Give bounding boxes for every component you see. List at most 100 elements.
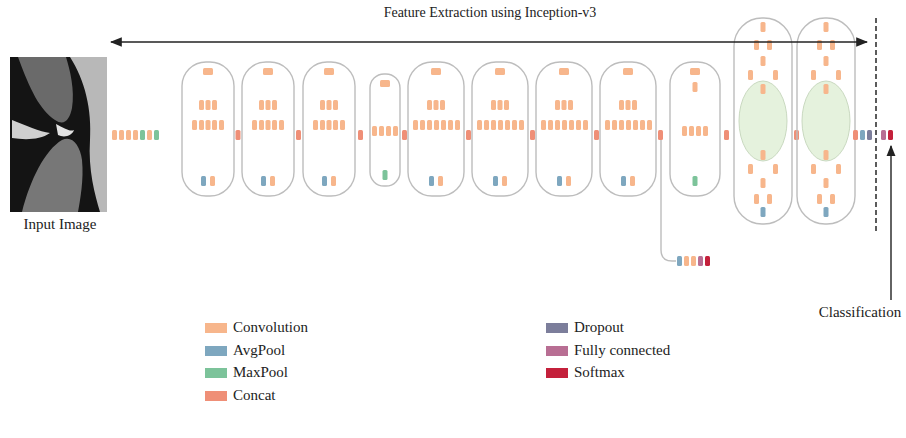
layer-block <box>761 207 766 217</box>
layer-block <box>690 68 700 75</box>
layer-block <box>566 176 571 186</box>
legend-text: Softmax <box>574 363 625 381</box>
layer-block <box>748 70 753 80</box>
layer-block <box>824 207 829 217</box>
layer-block <box>147 130 152 140</box>
layer-block <box>455 120 460 130</box>
legend-text: Fully connected <box>574 341 670 359</box>
legend-swatch <box>546 346 568 356</box>
layer-block <box>705 256 710 266</box>
layer-block <box>583 120 588 130</box>
layer-block <box>761 84 766 94</box>
module-outline <box>472 62 528 196</box>
layer-block <box>761 22 766 32</box>
layer-block <box>340 120 345 130</box>
layer-block <box>386 126 391 136</box>
layer-block <box>557 176 562 186</box>
layer-block <box>761 178 766 188</box>
layer-block <box>383 170 388 180</box>
layer-block <box>320 120 325 130</box>
layer-block <box>698 256 703 266</box>
layer-block <box>623 68 633 75</box>
legend-text: Dropout <box>574 318 624 336</box>
layer-block <box>448 120 453 130</box>
layer-block <box>754 194 759 204</box>
layer-block <box>154 130 159 140</box>
layer-block <box>331 176 336 186</box>
layer-block <box>119 130 124 140</box>
layer-block <box>504 100 509 110</box>
layer-block <box>682 126 687 136</box>
pointer-arrow <box>890 146 891 300</box>
layer-block <box>379 126 384 136</box>
layer-block <box>559 68 569 75</box>
layer-block <box>206 100 211 110</box>
layer-block <box>296 130 301 140</box>
layer-block <box>724 130 729 140</box>
layer-block <box>201 176 206 186</box>
module-outline <box>600 62 656 196</box>
layer-block <box>512 120 517 130</box>
layer-block <box>867 130 872 140</box>
layer-block <box>440 100 445 110</box>
layer-block <box>236 130 241 140</box>
figure-title: Feature Extraction using Inception-v3 <box>384 5 597 22</box>
layer-block <box>261 176 266 186</box>
layer-block <box>761 150 766 160</box>
module-outline <box>303 62 355 196</box>
layer-block <box>693 176 698 186</box>
layer-block <box>324 68 334 75</box>
layer-block <box>320 100 325 110</box>
layer-block <box>484 120 489 130</box>
layer-block <box>372 126 377 136</box>
layer-block <box>605 120 610 130</box>
layer-block <box>438 176 443 186</box>
layer-block <box>860 130 865 140</box>
layer-block <box>266 100 271 110</box>
layer-block <box>569 120 574 130</box>
layer-block <box>203 68 213 75</box>
layer-block <box>626 100 631 110</box>
layer-block <box>811 70 816 80</box>
module-outline <box>734 18 792 224</box>
module-outline <box>370 74 400 186</box>
layer-block <box>562 120 567 130</box>
layer-block <box>888 130 893 140</box>
layer-block <box>519 120 524 130</box>
legend-swatch <box>205 346 227 356</box>
module-core <box>802 81 850 161</box>
legend-text: Convolution <box>233 318 308 336</box>
layer-block <box>824 56 829 66</box>
layer-block <box>477 120 482 130</box>
layer-block <box>498 120 503 130</box>
layer-block <box>491 120 496 130</box>
layer-block <box>576 120 581 130</box>
layer-block <box>263 68 273 75</box>
module-outline <box>670 62 720 196</box>
layer-block <box>313 120 318 130</box>
layer-block <box>126 130 131 140</box>
bone-shape <box>22 139 83 212</box>
layer-block <box>684 256 689 266</box>
layer-block <box>689 126 694 136</box>
layer-block <box>773 70 778 80</box>
layer-block <box>259 100 264 110</box>
layer-block <box>358 130 363 140</box>
tissue-shape <box>70 57 107 212</box>
layer-block <box>259 120 264 130</box>
layer-block <box>272 100 277 110</box>
layer-block <box>767 194 772 204</box>
layer-block <box>696 126 701 136</box>
layer-block <box>658 130 663 140</box>
module-outline <box>797 18 855 224</box>
layer-block <box>133 130 138 140</box>
layer-block <box>212 120 217 130</box>
layer-block <box>632 100 637 110</box>
layer-block <box>498 100 503 110</box>
layer-block <box>466 130 471 140</box>
layer-block <box>677 256 682 266</box>
annotation-label: Input Image <box>24 215 97 233</box>
layer-block <box>773 164 778 174</box>
input-image <box>10 57 107 212</box>
